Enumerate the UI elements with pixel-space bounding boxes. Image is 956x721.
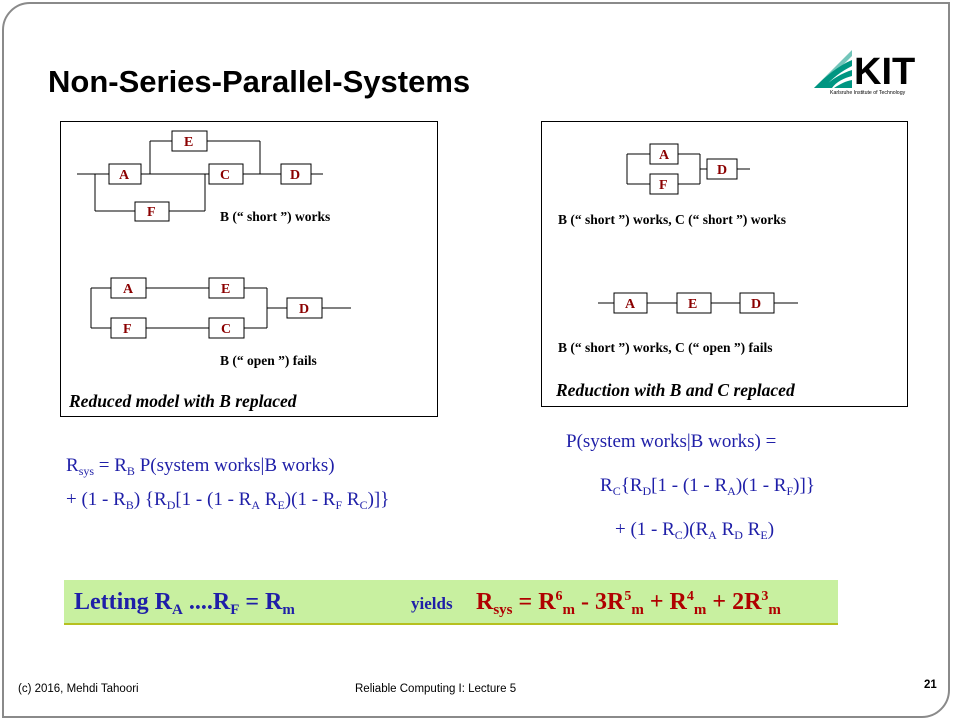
p-equation-line2: RC{RD[1 - (1 - RA)(1 - RF)]} bbox=[600, 475, 815, 498]
left-diagram: A F E C D B (“ short ”) works A E F C D … bbox=[68, 130, 351, 411]
rsys-equation-line1: Rsys = RB P(system works|B works) bbox=[66, 455, 335, 478]
block-f-2-label: F bbox=[123, 322, 132, 337]
block-c-label: C bbox=[220, 168, 230, 183]
page-number: 21 bbox=[924, 679, 937, 691]
p-equation-line3: + (1 - RC)(RA RD RE) bbox=[615, 519, 775, 542]
block-a-2 bbox=[110, 277, 147, 299]
block-e-r2 bbox=[676, 292, 712, 314]
block-d-r2-label: D bbox=[751, 297, 761, 312]
kit-logo-icon: KIT Karlsruhe Institute of Technology bbox=[814, 50, 915, 96]
kit-logo: KIT Karlsruhe Institute of Technology bbox=[812, 46, 932, 96]
block-d-label: D bbox=[290, 168, 300, 183]
block-f-r bbox=[649, 173, 679, 195]
block-f bbox=[134, 201, 170, 222]
block-c-2-label: C bbox=[221, 322, 231, 337]
block-c-2 bbox=[208, 317, 245, 339]
block-c bbox=[208, 163, 244, 185]
block-a-r-label: A bbox=[659, 148, 670, 163]
block-a-r2-label: A bbox=[625, 297, 636, 312]
slide-title: Non-Series-Parallel-Systems bbox=[48, 64, 471, 99]
p-equation-line1: P(system works|B works) = bbox=[566, 431, 777, 452]
block-a-r2 bbox=[613, 292, 648, 314]
block-e-label: E bbox=[184, 135, 193, 150]
left-caption-bottom: B (“ open ”) fails bbox=[220, 353, 317, 368]
block-e-r2-label: E bbox=[688, 297, 697, 312]
block-d-r2 bbox=[739, 292, 775, 314]
right-box-label: Reduction with B and C replaced bbox=[555, 380, 795, 400]
rsys-equation-line2: + (1 - RB) {RD[1 - (1 - RA RE)(1 - RF RC… bbox=[66, 489, 390, 512]
block-d bbox=[280, 163, 312, 185]
rsys-result-formula: Rsys = R6m - 3R5m + R4m + 2R3m bbox=[476, 589, 781, 618]
block-a-label: A bbox=[119, 168, 130, 183]
block-a bbox=[108, 163, 142, 185]
result-banner: Letting RA ....RF = Rm yields Rsys = R6m… bbox=[64, 580, 838, 625]
block-f-2 bbox=[110, 317, 147, 339]
right-diagram-box: A F D B (“ short ”) works, C (“ short ”)… bbox=[541, 121, 908, 407]
block-d-r bbox=[706, 158, 738, 180]
left-caption-top: B (“ short ”) works bbox=[220, 209, 330, 224]
yields-text: yields bbox=[411, 594, 453, 613]
left-diagram-box: A F E C D B (“ short ”) works A E F C D … bbox=[60, 121, 438, 417]
block-a-r bbox=[649, 143, 679, 165]
block-d-2 bbox=[286, 297, 323, 319]
block-f-r-label: F bbox=[659, 178, 668, 193]
block-a-2-label: A bbox=[123, 282, 134, 297]
block-e-2 bbox=[208, 277, 245, 299]
block-e-2-label: E bbox=[221, 282, 230, 297]
block-e bbox=[171, 130, 208, 152]
left-box-label: Reduced model with B replaced bbox=[68, 391, 297, 411]
right-caption-top: B (“ short ”) works, C (“ short ”) works bbox=[558, 212, 786, 227]
letting-text: Letting RA ....RF = Rm bbox=[74, 589, 295, 618]
block-f-label: F bbox=[147, 205, 156, 220]
right-caption-bottom: B (“ short ”) works, C (“ open ”) fails bbox=[558, 340, 773, 355]
block-d-2-label: D bbox=[299, 302, 309, 317]
footer-author: (c) 2016, Mehdi Tahoori bbox=[18, 683, 139, 695]
footer-lecture: Reliable Computing I: Lecture 5 bbox=[355, 683, 517, 695]
logo-text: KIT bbox=[854, 51, 915, 93]
right-diagram: A F D B (“ short ”) works, C (“ short ”)… bbox=[555, 143, 798, 400]
logo-subtext: Karlsruhe Institute of Technology bbox=[830, 90, 906, 96]
block-d-r-label: D bbox=[717, 163, 727, 178]
